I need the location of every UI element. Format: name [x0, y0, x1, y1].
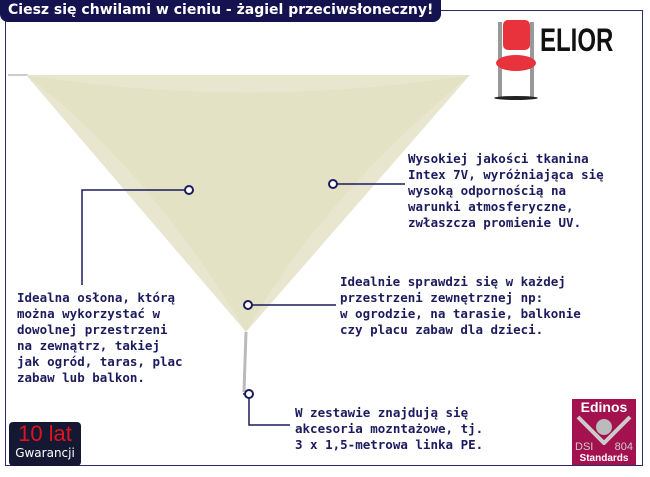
callout-dot	[243, 300, 253, 310]
callout-fabric: Wysokiej jakości tkanina Intex 7V, wyróż…	[408, 151, 604, 230]
red-chair-icon	[494, 20, 538, 100]
page-title: Ciesz się chwilami w cieniu - żagiel prz…	[0, 0, 442, 22]
callout-dot	[328, 179, 338, 189]
certificate-badge: Edinos DSI 804 Standards	[572, 399, 636, 465]
callout-usage: Idealna osłona, którą można wykorzystać …	[17, 290, 183, 385]
cert-v-icon	[576, 415, 632, 446]
callout-dot	[244, 389, 254, 399]
callout-dot	[184, 185, 194, 195]
cert-left: DSI	[575, 441, 594, 453]
warranty-years: 10 lat	[18, 421, 72, 446]
cert-bottom: Standards	[579, 453, 629, 464]
cert-right: 804	[614, 441, 633, 453]
warranty-label: Gwarancji	[15, 446, 75, 460]
brand-logo: ELIOR	[540, 22, 614, 58]
cert-top: Edinos	[580, 399, 628, 415]
callout-accessories: W zestawie znajdują się akcesoria moznta…	[295, 405, 484, 452]
warranty-badge: 10 lat Gwarancji	[9, 422, 81, 466]
callout-spaces: Idealnie sprawdzi się w każdej przestrze…	[340, 274, 581, 337]
